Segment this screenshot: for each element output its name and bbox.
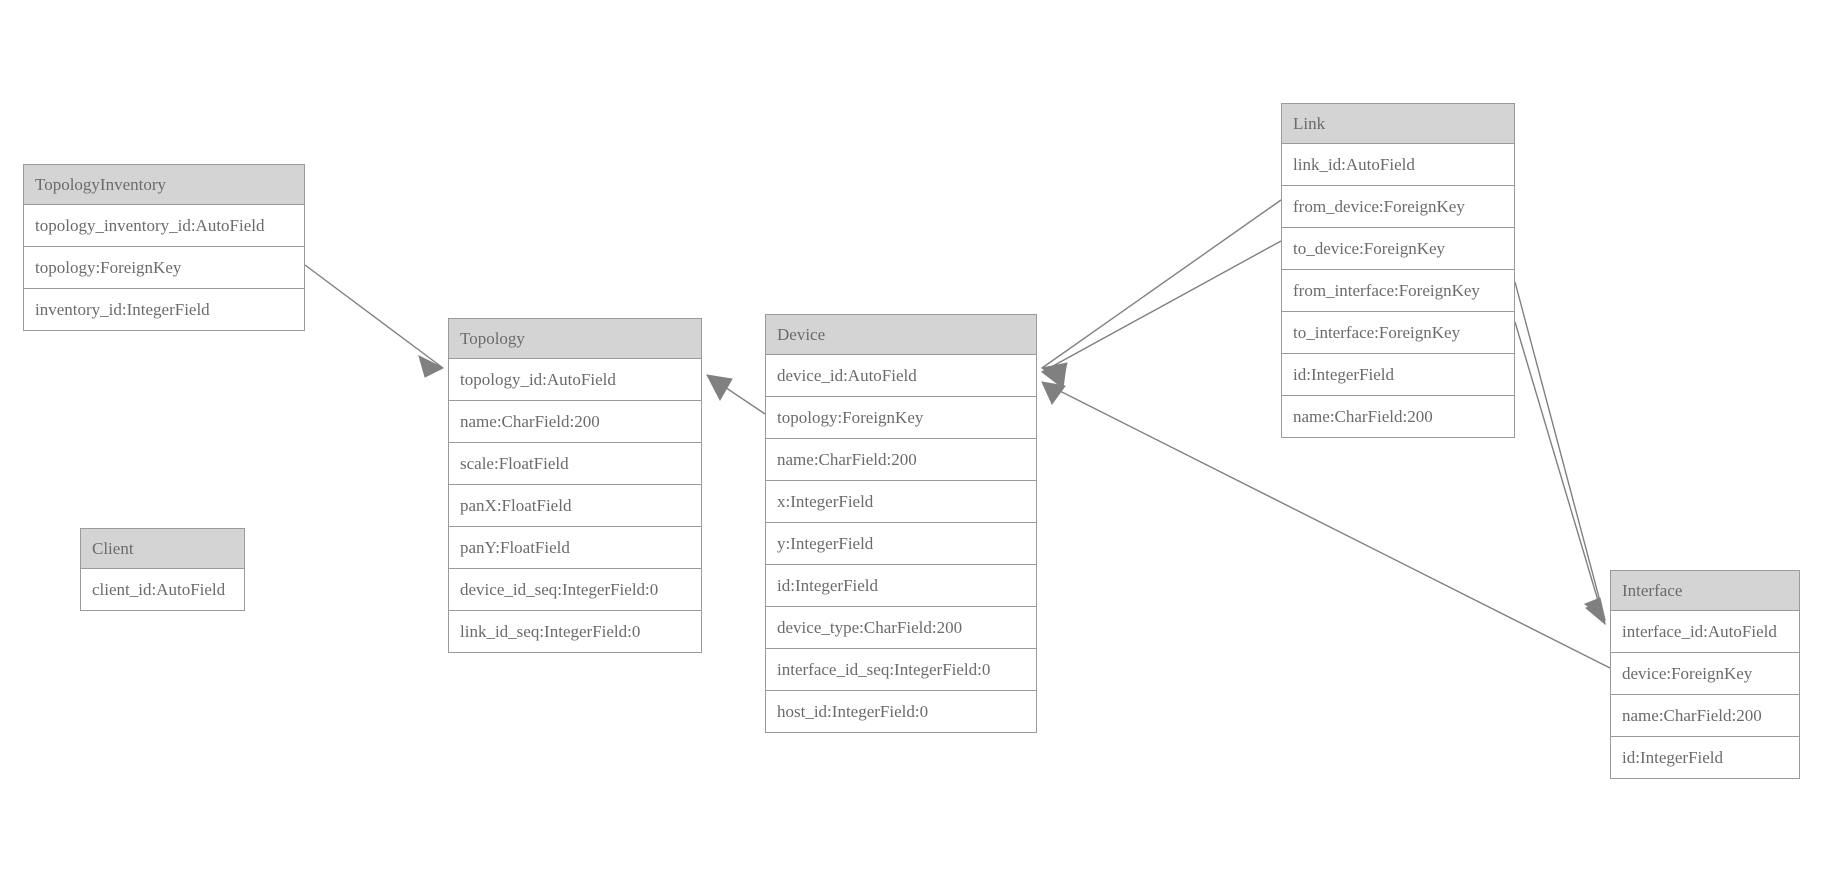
arrowhead-icon — [1584, 597, 1606, 622]
entity-field[interactable]: name:CharField:200 — [1611, 695, 1799, 737]
arrowhead-icon — [1040, 362, 1068, 385]
relation-topologyinventory-topology — [304, 264, 445, 378]
entity-title-device: Device — [766, 315, 1036, 355]
entity-field[interactable]: to_device:ForeignKey — [1282, 228, 1514, 270]
entity-field[interactable]: name:CharField:200 — [1293, 407, 1433, 426]
relation-line — [1514, 321, 1606, 625]
entity-field[interactable]: interface_id:AutoField — [1611, 611, 1799, 653]
relation-link-from_interface — [1514, 281, 1606, 622]
relation-line — [304, 264, 444, 369]
relation-line — [706, 374, 766, 415]
arrowhead-icon — [1585, 601, 1606, 626]
entity-field[interactable]: topology_id:AutoField — [449, 359, 701, 401]
entity-field[interactable]: panX:FloatField — [449, 485, 701, 527]
relation-link-from_device — [1040, 199, 1282, 385]
relation-link-to_interface — [1514, 321, 1606, 626]
entity-field[interactable]: name:CharField:200 — [766, 439, 1036, 481]
entity-title-topology: Topology — [449, 319, 701, 359]
entity-field[interactable]: x:IntegerField — [766, 481, 1036, 523]
entity-field[interactable]: id:IntegerField — [1282, 354, 1514, 396]
entity-title-link: Link — [1282, 104, 1514, 144]
entity-field[interactable]: device:ForeignKey — [1611, 653, 1799, 695]
entity-field[interactable]: id:IntegerField — [1622, 748, 1724, 767]
entity-field[interactable]: to_interface:ForeignKey — [1282, 312, 1514, 354]
entity-title-interface: Interface — [1611, 571, 1799, 611]
entity-field[interactable]: link_id:AutoField — [1282, 144, 1514, 186]
entity-field[interactable]: name:CharField:200 — [449, 401, 701, 443]
relation-line — [1041, 199, 1282, 369]
arrowhead-icon — [1040, 365, 1067, 389]
entity-title-topology_inventory: TopologyInventory — [24, 165, 304, 205]
entity-field[interactable]: from_interface:ForeignKey — [1282, 270, 1514, 312]
entity-client[interactable]: Client client_id:AutoField — [80, 528, 245, 611]
entity-field[interactable]: inventory_id:IntegerField — [35, 300, 210, 319]
entity-field[interactable]: panY:FloatField — [449, 527, 701, 569]
entity-field[interactable]: topology:ForeignKey — [766, 397, 1036, 439]
entity-field[interactable]: y:IntegerField — [766, 523, 1036, 565]
relation-line — [1514, 281, 1606, 621]
relation-link-to_device — [1040, 240, 1282, 389]
entity-field[interactable]: scale:FloatField — [449, 443, 701, 485]
entity-field[interactable]: interface_id_seq:IntegerField:0 — [766, 649, 1036, 691]
relation-device-topology — [706, 374, 766, 415]
arrowhead-icon — [706, 374, 733, 402]
entity-field[interactable]: device_type:CharField:200 — [766, 607, 1036, 649]
entity-field[interactable]: link_id_seq:IntegerField:0 — [460, 622, 641, 641]
entity-field[interactable]: from_device:ForeignKey — [1282, 186, 1514, 228]
entity-field[interactable]: device_id_seq:IntegerField:0 — [449, 569, 701, 611]
entity-field[interactable]: id:IntegerField — [766, 565, 1036, 607]
entity-field[interactable]: topology:ForeignKey — [24, 247, 304, 289]
entity-title-client: Client — [81, 529, 244, 569]
arrowhead-icon — [1041, 381, 1066, 405]
entity-field[interactable]: topology_inventory_id:AutoField — [24, 205, 304, 247]
arrowhead-icon — [418, 355, 445, 378]
relation-line — [1041, 240, 1282, 373]
entity-field[interactable]: client_id:AutoField — [92, 580, 226, 599]
entity-field[interactable]: device_id:AutoField — [766, 355, 1036, 397]
entity-field[interactable]: host_id:IntegerField:0 — [777, 702, 929, 721]
